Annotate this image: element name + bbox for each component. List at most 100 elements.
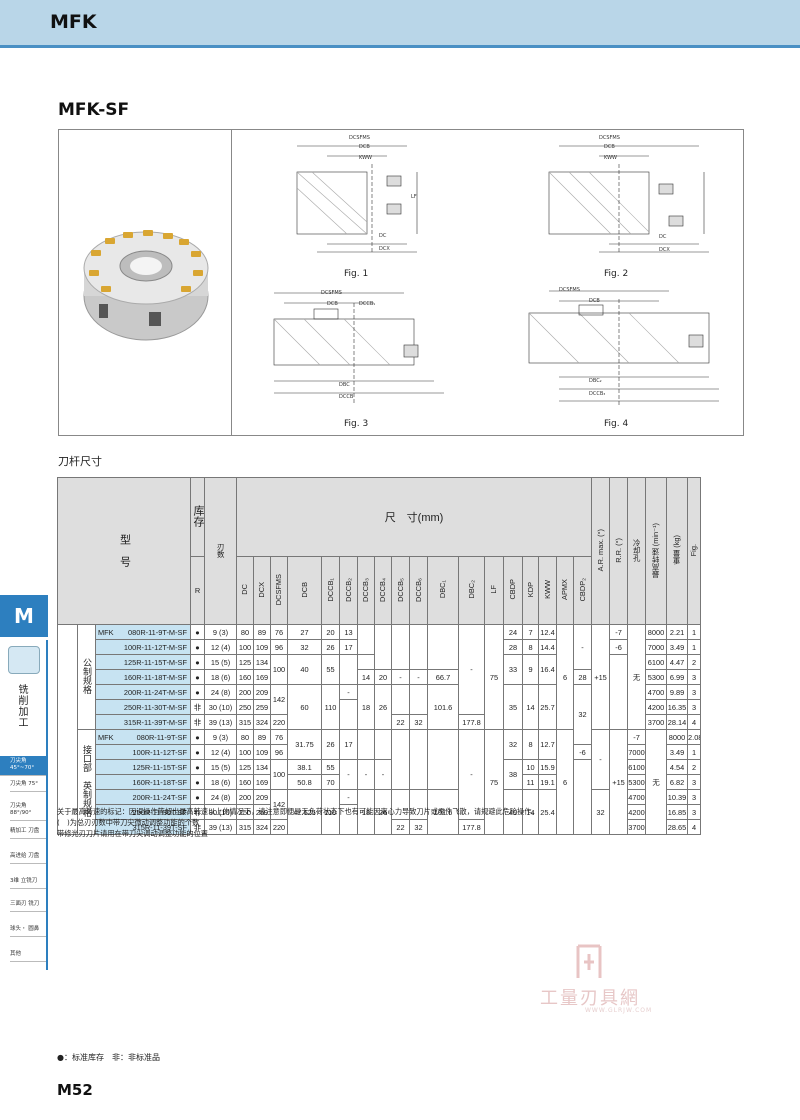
dccb4-cell: 20 (374, 669, 392, 685)
rr-cell (609, 654, 629, 730)
dccb1-cell: 20 (321, 624, 340, 640)
dcx-cell: 209 (253, 684, 271, 700)
dccb5-cell: - (391, 669, 410, 685)
side-item-other[interactable]: 其他 (10, 949, 46, 962)
side-tab-letter[interactable]: M (0, 595, 48, 637)
figure-frame: DCSFMS DCB KWW DC LF DCX Fig. 1 DCSFMS D… (58, 129, 744, 436)
kww-cell: 19.1 (538, 774, 557, 790)
side-item-75[interactable]: 刀尖角 75° (10, 779, 46, 792)
dccb2-cell: 17 (339, 639, 358, 655)
table-row: 160R-11-18T-SF ● 18 (6) 160 169 50.8 70 … (58, 774, 702, 790)
stock-cell: ● (190, 744, 205, 760)
dbc1-cell: 101.6 (427, 789, 459, 835)
stock-sub-header: R (190, 556, 205, 625)
fig-cell: 3 (687, 774, 702, 790)
dccb1-cell: 26 (321, 729, 340, 760)
model-cell: 315R-11-39T-SF (95, 819, 191, 835)
dccb4-cell (374, 624, 392, 670)
dcx-cell: 259 (253, 699, 271, 715)
dccb1-cell: 70 (321, 774, 340, 790)
side-item-side-cutter[interactable]: 三面刃 铣刀 (10, 899, 46, 912)
weight-cell: 16.85 (666, 804, 689, 820)
dcx-cell: 109 (253, 744, 271, 760)
dccb2-cell: 17 (339, 729, 358, 760)
teeth-header: 刃数 (204, 477, 237, 625)
table-row: 250R-11-30T-M-SF 非 30 (10) 250 259 4200 … (58, 699, 702, 730)
dim-label-dccb-3: DCCB (339, 394, 354, 400)
dccb3-cell: 18 (357, 684, 375, 730)
weight-cell: 4.47 (666, 654, 689, 670)
fig-cell: 2 (687, 654, 702, 670)
side-item-88-90[interactable]: 刀尖角 88°/90° (10, 801, 46, 821)
cbdp-cell: 24 (503, 624, 523, 640)
dccb6-cell (409, 684, 428, 715)
dim-label-dcx-1: DCX (379, 246, 390, 252)
dccb6-cell: 32 (409, 714, 428, 730)
teeth-cell: 15 (5) (204, 654, 237, 670)
cbdp-cell: 33 (503, 654, 523, 685)
kdp-cell: 8 (522, 639, 539, 655)
speed-cell: 4700 (645, 684, 668, 700)
figure-1-caption: Fig. 1 (344, 269, 369, 279)
watermark-url: WWW.GLRJW.COM (585, 1007, 653, 1014)
dbc1-cell: 101.6 (427, 684, 459, 730)
weight-cell: 10.39 (666, 789, 689, 805)
dcx-cell: 324 (253, 714, 271, 730)
weight-cell: 28.14 (666, 714, 689, 730)
cbdp2-cell: - (591, 729, 611, 790)
table-row: 100R-11-12T-SF ● 12 (4) 100 109 96 -6 70… (58, 744, 702, 760)
side-item-45-70[interactable]: 刀尖角 45°~70° (0, 756, 46, 776)
dccb2-cell (339, 699, 358, 730)
dim-label-dcx-2: DCX (659, 247, 670, 253)
metric-group-label: 公制规格 (77, 624, 96, 730)
dbc2-cell: 177.8 (458, 714, 485, 730)
side-item-3d-endmill[interactable]: 3维 立铣刀 (10, 876, 46, 889)
dccb6-cell (409, 729, 428, 790)
dcx-cell: 89 (253, 729, 271, 745)
stock-cell: ● (190, 624, 205, 640)
speed-cell: 8000 (666, 729, 689, 745)
teeth-cell: 39 (13) (204, 714, 237, 730)
side-category-label: 铣削加工 (16, 684, 27, 728)
weight-cell: 16.35 (666, 699, 689, 715)
dccb3-cell (357, 654, 375, 670)
dccb2-cell: 13 (339, 624, 358, 640)
col-dc: DC (236, 556, 254, 625)
dim-label-dcsfms-4: DCSFMS (559, 287, 580, 293)
dc-cell: 200 (236, 789, 254, 805)
watermark-logo (576, 944, 602, 978)
dbc1-cell (427, 729, 459, 790)
figure-divider (231, 130, 232, 435)
dc-cell: 160 (236, 774, 254, 790)
speed-cell: 4700 (627, 789, 647, 805)
stock-cell: ● (190, 639, 205, 655)
cbdp-cell: 35 (503, 684, 523, 730)
side-item-ball-radius[interactable]: 球头・ 圆鼻 (10, 924, 46, 937)
rr-header: R.R. (°) (609, 477, 629, 625)
dbc1-cell: 66.7 (427, 669, 459, 685)
teeth-cell: 18 (6) (204, 669, 237, 685)
weight-cell: 28.65 (666, 819, 689, 835)
col-dcsfms: DCSFMS (270, 556, 288, 625)
ar-cell: +15 (609, 729, 629, 835)
rr-cell: -6 (572, 744, 593, 760)
dcx-cell: 89 (253, 624, 271, 640)
dccb3-cell: - (357, 759, 375, 790)
note-max-speed: 关于最高转速的标记：因误操作等超出最高转速以上的情况下，请注意即便是无负荷状态下… (57, 807, 539, 816)
speed-cell: 7000 (627, 744, 647, 760)
side-item-finishing[interactable]: 精加工 刀盘 (10, 826, 46, 839)
dccb1-cell: 55 (321, 759, 340, 775)
col-lf: LF (484, 556, 504, 625)
table-row: 200R-11-24T-SF ● 24 (8) 200 209 142 47.6… (58, 789, 702, 835)
teeth-cell: 12 (4) (204, 639, 237, 655)
kww-cell: 12.7 (538, 729, 557, 760)
header-band (0, 0, 800, 48)
dim-label-dccb3-4: DCCB₃ (589, 391, 606, 397)
dcb-cell: 27 (287, 624, 322, 640)
product-photo (83, 230, 209, 341)
speed-cell: 5300 (645, 669, 668, 685)
side-item-high-feed[interactable]: 高进给 刀盘 (10, 851, 46, 864)
fig-cell: 1 (687, 624, 702, 640)
dc-cell: 315 (236, 714, 254, 730)
